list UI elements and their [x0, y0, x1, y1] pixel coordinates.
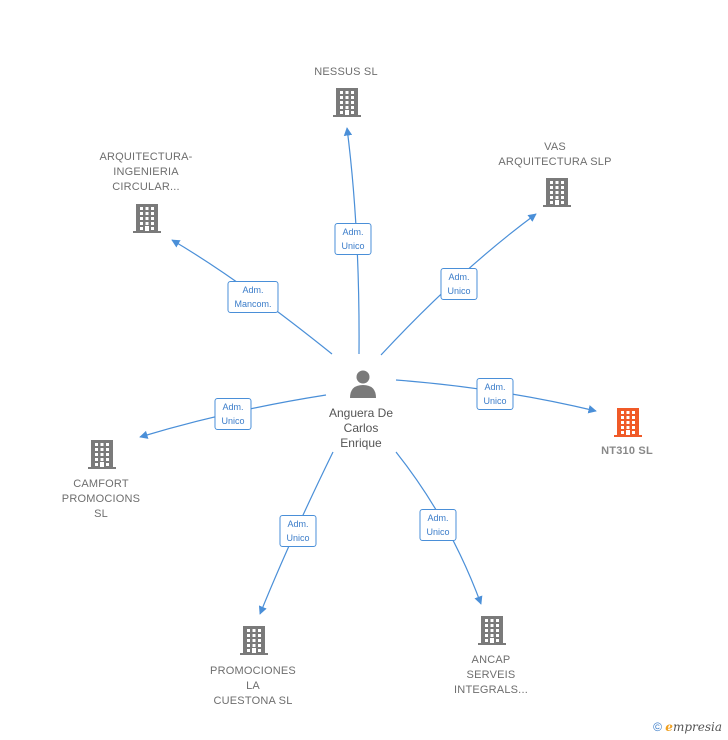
- building-icon: [543, 178, 571, 207]
- edge-label-text: Adm.: [287, 519, 309, 529]
- edge-label-text: Adm.: [484, 382, 506, 392]
- company-node-promociones-line: LA: [246, 680, 260, 692]
- brand-logo: empresia: [665, 720, 722, 734]
- company-node-arquitectura-line: INGENIERIA: [113, 166, 179, 178]
- company-node-arquitectura[interactable]: ARQUITECTURA- INGENIERIA CIRCULAR...: [99, 150, 192, 195]
- building-icon: [240, 626, 268, 655]
- building-icon: [614, 408, 642, 437]
- company-node-camfort-line: CAMFORT: [73, 478, 129, 490]
- company-node-ancap[interactable]: ANCAP SERVEIS INTEGRALS...: [454, 653, 528, 698]
- company-node-promociones[interactable]: PROMOCIONES LA CUESTONA SL: [210, 664, 296, 709]
- company-node-nessus-line: NESSUS SL: [314, 66, 378, 78]
- edge-label-text: Unico: [286, 533, 310, 543]
- edge-label-vas[interactable]: Adm. Unico: [440, 268, 478, 300]
- company-node-camfort-line: PROMOCIONS: [61, 493, 141, 505]
- edge-label-ancap[interactable]: Adm. Unico: [419, 509, 457, 541]
- company-node-camfort-line: SL: [94, 508, 108, 520]
- edge-label-text: Unico: [483, 396, 507, 406]
- edge-label-text: Adm.: [242, 285, 264, 295]
- company-node-ancap-line: INTEGRALS...: [454, 684, 528, 696]
- edge-label-text: Adm.: [427, 513, 449, 523]
- company-node-nessus[interactable]: NESSUS SL: [314, 65, 378, 80]
- building-icon: [333, 88, 361, 117]
- building-icon: [88, 440, 116, 469]
- edge-label-text: Adm.: [342, 227, 364, 237]
- edge-label-text: Unico: [341, 241, 365, 251]
- edge-label-text: Unico: [221, 416, 245, 426]
- person-icon: [350, 370, 376, 398]
- edge-label-text: Mancom.: [234, 299, 272, 309]
- company-node-nt310[interactable]: NT310 SL: [601, 444, 653, 459]
- footer-brand: © empresia: [653, 720, 722, 734]
- company-node-vas-line: ARQUITECTURA SLP: [498, 156, 612, 168]
- edge-label-text: Unico: [447, 286, 471, 296]
- company-node-promociones-line: PROMOCIONES: [210, 665, 296, 677]
- edge-label-text: Adm.: [222, 402, 244, 412]
- edge-label-text: Adm.: [448, 272, 470, 282]
- center-person-label-line: Anguera De: [328, 406, 394, 420]
- center-person-label-line: Enrique: [340, 436, 382, 450]
- company-node-camfort[interactable]: CAMFORT PROMOCIONS SL: [62, 477, 140, 522]
- company-node-nt310-line: NT310 SL: [601, 445, 653, 457]
- edge-label-arquitectura[interactable]: Adm. Mancom.: [227, 281, 279, 313]
- company-node-vas[interactable]: VAS ARQUITECTURA SLP: [498, 140, 611, 170]
- edge-label-nessus[interactable]: Adm. Unico: [334, 223, 372, 255]
- edge-label-camfort[interactable]: Adm. Unico: [214, 398, 252, 430]
- edge-label-nt310[interactable]: Adm. Unico: [476, 378, 514, 410]
- company-node-promociones-line: CUESTONA SL: [213, 695, 293, 707]
- center-person-label-line: Carlos: [343, 421, 379, 435]
- copyright-symbol: ©: [653, 720, 662, 734]
- edge-label-promociones[interactable]: Adm. Unico: [279, 515, 317, 547]
- company-node-arquitectura-line: CIRCULAR...: [112, 181, 180, 193]
- building-icon: [133, 204, 161, 233]
- building-icon: [478, 616, 506, 645]
- company-node-ancap-line: SERVEIS: [466, 669, 516, 681]
- edge-label-text: Unico: [426, 527, 450, 537]
- company-node-ancap-line: ANCAP: [471, 654, 511, 666]
- company-node-arquitectura-line: ARQUITECTURA-: [99, 151, 193, 163]
- company-node-vas-line: VAS: [544, 141, 566, 153]
